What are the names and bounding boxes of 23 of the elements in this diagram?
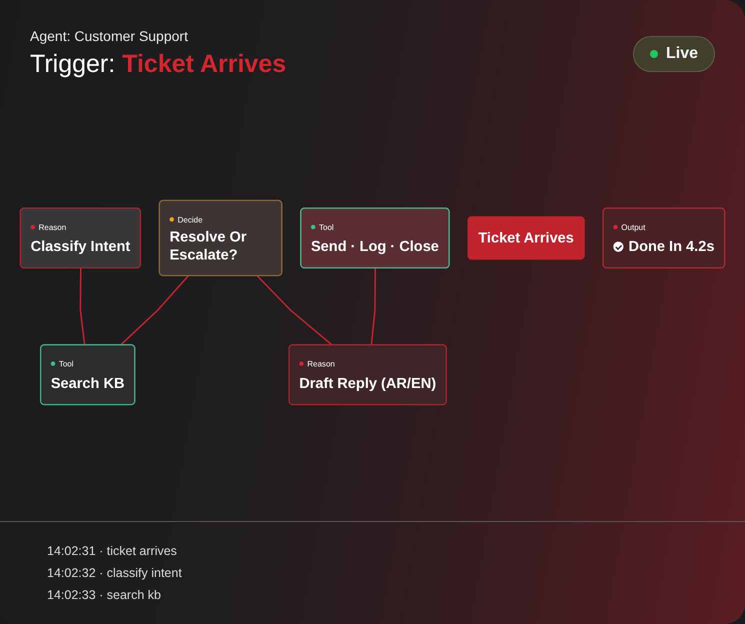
node-tag: Reason (307, 360, 335, 369)
node-title: Resolve Or Escalate? (170, 228, 248, 265)
status-label: Live (666, 45, 698, 63)
connector-line (370, 268, 376, 346)
connector-line (80, 268, 86, 346)
node-tag: Reason (38, 223, 66, 232)
node-tag: Tool (318, 223, 334, 232)
log-entry: 14:02:31 · ticket arrives (47, 543, 178, 560)
node-title: Send · Log · Close (310, 238, 439, 255)
node-title: Draft Reply (AR/EN) (299, 375, 436, 392)
node-title: Ticket Arrives (478, 230, 574, 246)
node-title: Done In 4.2s (628, 238, 714, 255)
node-tag: Tool (58, 360, 74, 369)
node-tag: Decide (178, 216, 203, 225)
node-title: Classify Intent (30, 238, 130, 255)
connector-line (256, 275, 333, 346)
log-entry: 14:02:32 · classify intent (47, 565, 182, 582)
header-label: Agent: Customer Support (30, 28, 188, 44)
title: Trigger: Ticket Arrives (30, 50, 286, 79)
connector-line (120, 275, 189, 346)
log-entry: 14:02:33 · search kb (47, 587, 162, 604)
node-title: Search KB (50, 375, 125, 392)
node-tag: Output (621, 223, 646, 232)
